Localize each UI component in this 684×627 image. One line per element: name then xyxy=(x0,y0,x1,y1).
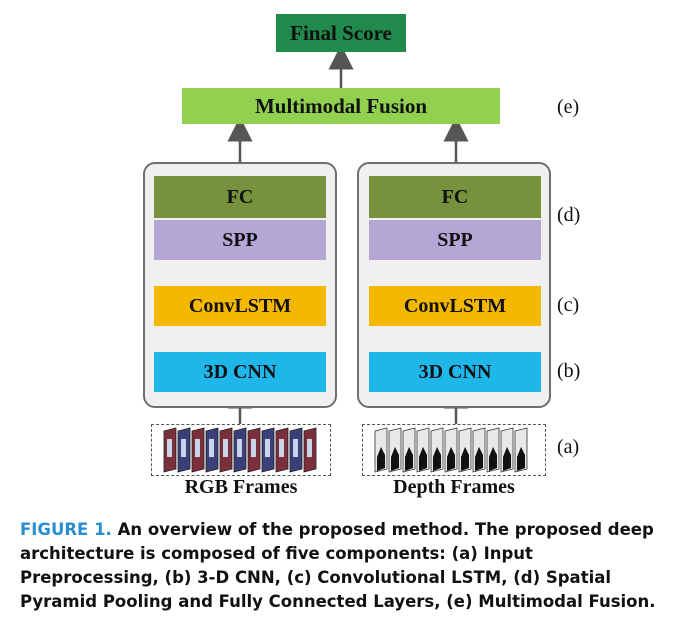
rgb-frame-figure xyxy=(251,439,256,457)
rgb-frames-box xyxy=(151,424,331,476)
depth-frames-box xyxy=(362,424,546,476)
depth-frame-figure xyxy=(461,447,469,471)
rgb-frame-figure xyxy=(237,439,242,457)
figure-caption: FIGURE 1. An overview of the proposed me… xyxy=(20,518,670,614)
depth-frames-label: Depth Frames xyxy=(393,476,515,498)
rgb-frame-figure xyxy=(195,439,200,457)
depth-spp-box: SPP xyxy=(369,220,541,260)
depth-3d-cnn-box: 3D CNN xyxy=(369,352,541,392)
rgb-frame-figure xyxy=(209,439,214,457)
stage-label-b: (b) xyxy=(557,360,581,382)
rgb-frame-figure xyxy=(265,439,270,457)
depth-frame-figure xyxy=(489,447,497,471)
final-score-box: Final Score xyxy=(276,14,406,52)
rgb-frame-figure xyxy=(279,439,284,457)
depth-frame-figure xyxy=(377,447,385,471)
rgb-spp-box: SPP xyxy=(154,220,326,260)
depth-frames-image xyxy=(374,427,528,473)
stage-label-a: (a) xyxy=(557,436,580,458)
rgb-frames-image xyxy=(163,427,317,473)
rgb-fc-box: FC xyxy=(154,176,326,218)
rgb-frames-label: RGB Frames xyxy=(184,476,298,498)
rgb-frame-figure xyxy=(181,439,186,457)
depth-fc-box: FC xyxy=(369,176,541,218)
multimodal-fusion-box: Multimodal Fusion xyxy=(182,88,500,124)
rgb-frame-figure xyxy=(293,439,298,457)
depth-frame-figure xyxy=(447,447,455,471)
depth-convlstm-box: ConvLSTM xyxy=(369,286,541,326)
depth-frame-figure xyxy=(475,447,483,471)
rgb-frame-figure xyxy=(167,439,172,457)
depth-frame-figure xyxy=(503,447,511,471)
depth-frame-figure xyxy=(517,447,525,471)
stage-label-e: (e) xyxy=(557,96,580,118)
depth-frame-figure xyxy=(419,447,427,471)
figure-caption-tag: FIGURE 1. xyxy=(20,520,112,539)
rgb-3d-cnn-box: 3D CNN xyxy=(154,352,326,392)
figure-caption-text: An overview of the proposed method. The … xyxy=(20,520,656,611)
stage-label-c: (c) xyxy=(557,294,580,316)
rgb-convlstm-box: ConvLSTM xyxy=(154,286,326,326)
depth-frame-figure xyxy=(405,447,413,471)
depth-frame-figure xyxy=(391,447,399,471)
rgb-frame-figure xyxy=(223,439,228,457)
stage-label-d: (d) xyxy=(557,204,581,226)
rgb-frame-figure xyxy=(307,439,312,457)
depth-frame-figure xyxy=(433,447,441,471)
